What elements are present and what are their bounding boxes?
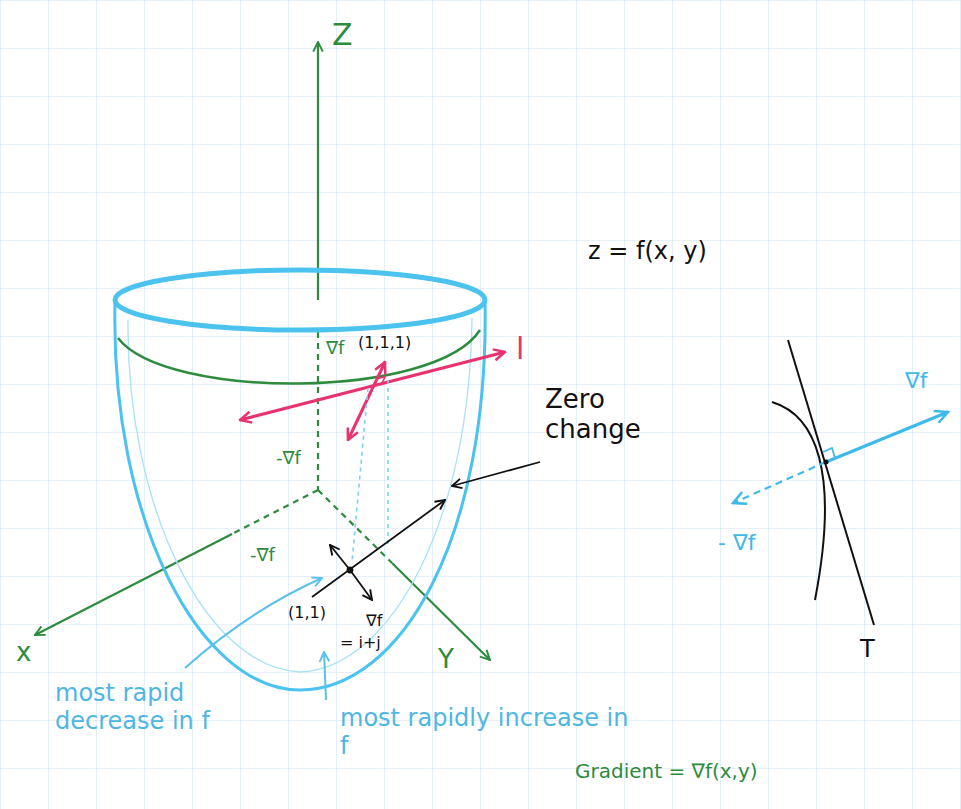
tangent-vectors bbox=[240, 352, 505, 440]
line-label: T bbox=[860, 636, 875, 664]
bowl-surface bbox=[115, 270, 485, 690]
note-label: most rapidly increase in f bbox=[340, 705, 630, 760]
plane-vectors bbox=[312, 462, 540, 600]
vector-label: -∇f bbox=[250, 545, 275, 566]
vector-label: - ∇f bbox=[718, 530, 755, 555]
function-label: z = f(x, y) bbox=[588, 238, 707, 266]
note-label: Zero change bbox=[545, 385, 675, 445]
vector-value: = i+j bbox=[340, 634, 381, 652]
tangent-figure bbox=[733, 340, 948, 625]
line-label: l bbox=[516, 332, 524, 367]
vector-label: ∇f bbox=[326, 338, 344, 359]
projection-lines bbox=[352, 380, 388, 562]
axis-label: x bbox=[16, 638, 31, 668]
vector-label: ∇f bbox=[905, 368, 927, 393]
axis-label: Y bbox=[438, 645, 454, 675]
axes bbox=[35, 42, 490, 660]
level-curve bbox=[118, 330, 480, 384]
vector-label: ∇f bbox=[366, 612, 382, 630]
point-label: (1,1,1) bbox=[358, 334, 411, 352]
definition-label: Gradient = ∇f(x,y) bbox=[575, 760, 758, 783]
vector-label: -∇f bbox=[276, 448, 301, 469]
axis-label: Z bbox=[332, 18, 353, 53]
leader-lines bbox=[185, 578, 326, 700]
point-label: (1,1) bbox=[288, 604, 326, 622]
note-label: most rapid decrease in f bbox=[55, 680, 255, 735]
